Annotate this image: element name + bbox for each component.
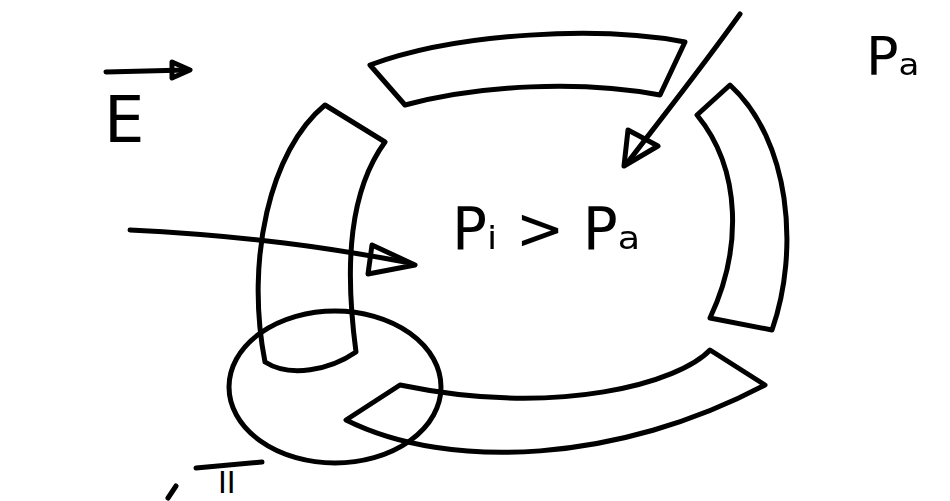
- flow-arrow: [130, 230, 405, 262]
- arrow-head: [624, 130, 658, 166]
- pressure-relation: Pᵢ > Pₐ: [452, 200, 641, 258]
- ring-segment: [697, 85, 787, 330]
- ring-segment: [258, 105, 385, 371]
- field-symbol: E: [104, 88, 144, 152]
- arrow-head: [368, 245, 415, 274]
- detail-circle: [229, 311, 441, 463]
- pressure-symbol: Pₐ: [866, 30, 920, 84]
- leader-tick: [168, 486, 176, 498]
- ring-segment: [370, 33, 685, 105]
- arrow-head: [172, 62, 190, 78]
- callout-number: II: [218, 468, 236, 498]
- ring-segment: [346, 350, 765, 452]
